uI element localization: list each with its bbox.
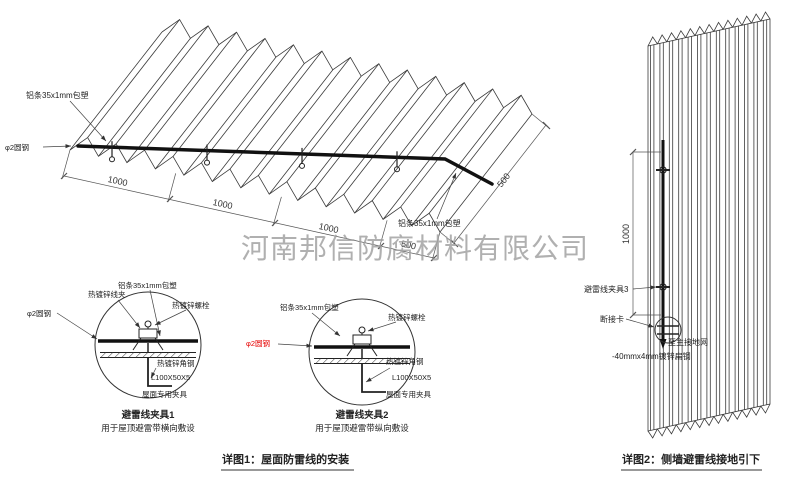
detail-2-hatch: [315, 358, 405, 364]
wall-dimension-lines: [629, 148, 661, 319]
d1-label-bolt: 热镀锌螺栓: [172, 300, 210, 310]
label-round-steel: φ2圆钢: [5, 142, 29, 152]
d2-label-strip: 铝条35x1mm包塑: [280, 302, 339, 312]
d2-subtitle: 用于屋顶避雷带纵向敷设: [315, 423, 409, 433]
dim-1000-2: 1000: [212, 197, 234, 211]
d1-label-rod: φ2圆钢: [27, 308, 51, 318]
label-wall-clamp-3: 避雷线夹具3: [584, 284, 629, 294]
d2-label-fixture: 屋面专用夹具: [386, 389, 431, 399]
detail-2-internal: [314, 326, 410, 393]
company-watermark: 河南邦信防腐材料有限公司: [241, 233, 589, 264]
detail-1-internal: [98, 320, 198, 387]
label-aluminum-strip-top: 铝条35x1mm包塑: [26, 90, 89, 100]
label-to-main-ground: 至主接地网: [668, 337, 708, 347]
disconnect-link-circle: [654, 316, 682, 344]
right-dimension-lines: [439, 113, 551, 248]
roof-annotations: 1000 1000 1000 500 500 铝条35x1mm包塑 φ2圆钢 铝…: [5, 90, 551, 262]
label-galvanized-flat-steel: -40mmx4mm镀锌扁钢: [612, 351, 691, 361]
d2-label-bolt: 热镀锌螺栓: [388, 312, 426, 322]
detail-2-leaders: [277, 312, 397, 383]
drawing-captions: 详图1：屋面防雷线的安装 详图2：侧墙避雷线接地引下: [221, 452, 762, 471]
wall-annotations: 1000 避雷线夹具3 断接卡 至主接地网 -40mmx4mm镀锌扁钢: [584, 140, 708, 361]
detail-2: 铝条35x1mm包塑 热镀锌螺栓 φ2圆钢 热镀锌角钢 L100X50X5 屋面…: [246, 298, 431, 433]
detail-1-hatch: [100, 352, 190, 358]
detail-1-leaders: [56, 289, 187, 379]
detail-2-circle: [308, 298, 416, 406]
d1-title: 避雷线夹具1: [122, 409, 176, 421]
detail-1-circle: [94, 291, 202, 399]
dim-1000-3: 1000: [318, 221, 340, 235]
caption-detail-2: 详图2：侧墙避雷线接地引下: [622, 452, 760, 466]
d2-label-angle-size: L100X50X5: [392, 373, 431, 382]
wall-clamps: [656, 166, 670, 291]
d2-label-angle: 热镀锌角钢: [386, 356, 424, 366]
d1-label-clamp: 热镀锌线夹: [88, 289, 126, 299]
d2-label-rod: φ2圆钢: [246, 338, 270, 348]
detail-1: 热镀锌线夹 铝条35x1mm包塑 热镀锌螺栓 φ2圆钢 热镀锌角钢 L100X5…: [27, 280, 210, 433]
dim-500-1: 500: [400, 239, 417, 252]
bottom-dimension-lines: [60, 149, 441, 262]
d1-subtitle: 用于屋顶避雷带横向敷设: [101, 423, 195, 433]
d1-label-angle: 热镀锌角钢: [157, 358, 195, 368]
d1-label-strip: 铝条35x1mm包塑: [118, 280, 177, 290]
lightning-wire: [76, 144, 494, 186]
wall-leader-lines: [625, 285, 657, 328]
caption-detail-1: 详图1：屋面防雷线的安装: [222, 452, 349, 466]
dim-1000-1: 1000: [107, 174, 129, 188]
wire-clamps: [109, 141, 400, 173]
roof-leader-lines: [42, 100, 457, 220]
d1-label-angle-size: L100X50X5: [151, 373, 190, 382]
d1-label-fixture: 屋面专用夹具: [142, 389, 187, 399]
wall-dim-1000: 1000: [621, 224, 631, 244]
label-disconnect-link: 断接卡: [600, 314, 624, 324]
d2-title: 避雷线夹具2: [336, 409, 389, 421]
label-aluminum-strip-right: 铝条35x1mm包塑: [398, 218, 461, 228]
corrugated-wall: [647, 11, 771, 439]
